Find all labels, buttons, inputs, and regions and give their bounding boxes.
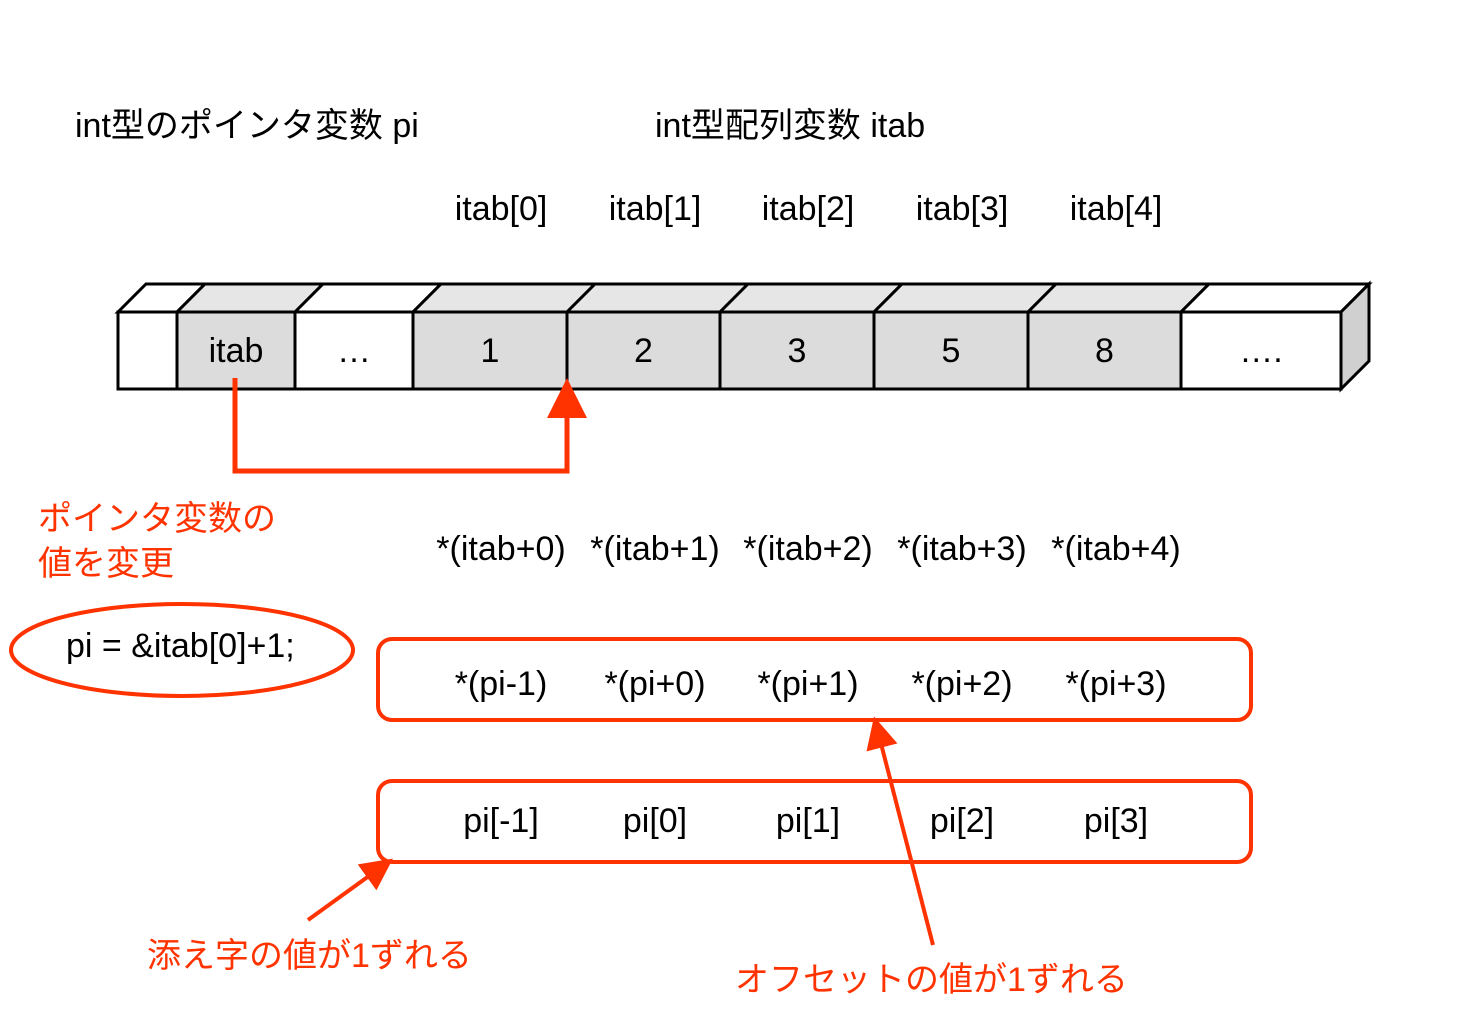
subscript-note-arrow (306, 858, 393, 922)
pointer-variable-title: int型のポインタ変数 pi (75, 107, 419, 145)
subscript-pi: pi[0] (623, 802, 687, 840)
offset-note-arrow (866, 716, 935, 946)
deref-itab: *(itab+3) (897, 530, 1026, 568)
cell-top (1177, 282, 1373, 314)
cell-value: 3 (788, 332, 807, 370)
cell-side (1339, 280, 1371, 393)
memory-cell (872, 310, 1030, 391)
deref-pi-box (376, 637, 1253, 722)
subscript-pi: pi[2] (930, 802, 994, 840)
cell-value: itab (209, 332, 264, 370)
deref-itab-row: *(itab+0) *(itab+1) *(itab+2) *(itab+3) … (436, 530, 1180, 568)
memory-cell (1026, 310, 1183, 391)
cell-value: 8 (1095, 332, 1114, 370)
memory-cell (175, 310, 297, 391)
index-label: itab[4] (1070, 190, 1163, 228)
assignment-statement: pi = &itab[0]+1; (66, 627, 295, 665)
cell-value: 5 (942, 332, 961, 370)
subscript-pi-box (376, 779, 1253, 864)
subscript-pi: pi[1] (776, 802, 840, 840)
memory-cell (293, 310, 415, 391)
cell-value: 2 (634, 332, 653, 370)
statement-ellipse (9, 602, 355, 698)
deref-pi: *(pi-1) (455, 665, 548, 703)
index-label: itab[2] (762, 190, 855, 228)
deref-itab: *(itab+4) (1051, 530, 1180, 568)
cell-top (1024, 282, 1213, 314)
subscript-pi: pi[3] (1084, 802, 1148, 840)
pointer-arrow (232, 378, 587, 474)
note-subscript: 添え字の値が1ずれる (147, 937, 472, 975)
deref-pi: *(pi+3) (1065, 665, 1166, 703)
subscript-pi: pi[-1] (463, 802, 539, 840)
cell-top (870, 282, 1060, 314)
index-label: itab[1] (609, 190, 702, 228)
array-variable-title: int型配列変数 itab (655, 107, 925, 145)
deref-pi: *(pi+0) (604, 665, 705, 703)
deref-itab: *(itab+0) (436, 530, 565, 568)
index-label: itab[3] (916, 190, 1009, 228)
memory-cell (116, 310, 179, 391)
index-label: itab[0] (455, 190, 548, 228)
memory-cells: itab … 1 2 3 5 8 …. (114, 280, 1373, 393)
deref-pi: *(pi+1) (757, 665, 858, 703)
note-change-line2: 値を変更 (38, 545, 174, 583)
deref-itab: *(itab+1) (590, 530, 719, 568)
index-labels: itab[0] itab[1] itab[2] itab[3] itab[4] (455, 190, 1163, 228)
cell-value: 1 (481, 332, 500, 370)
memory-cell (1179, 310, 1343, 391)
note-offset: オフセットの値が1ずれる (735, 961, 1128, 999)
cell-top (563, 282, 752, 314)
deref-pi: *(pi+2) (911, 665, 1012, 703)
cell-value: … (337, 332, 371, 370)
cell-value: …. (1239, 332, 1282, 370)
note-change-line1: ポインタ変数の (38, 500, 276, 538)
cell-top (716, 282, 906, 314)
deref-itab: *(itab+2) (743, 530, 872, 568)
cell-top (409, 282, 599, 314)
